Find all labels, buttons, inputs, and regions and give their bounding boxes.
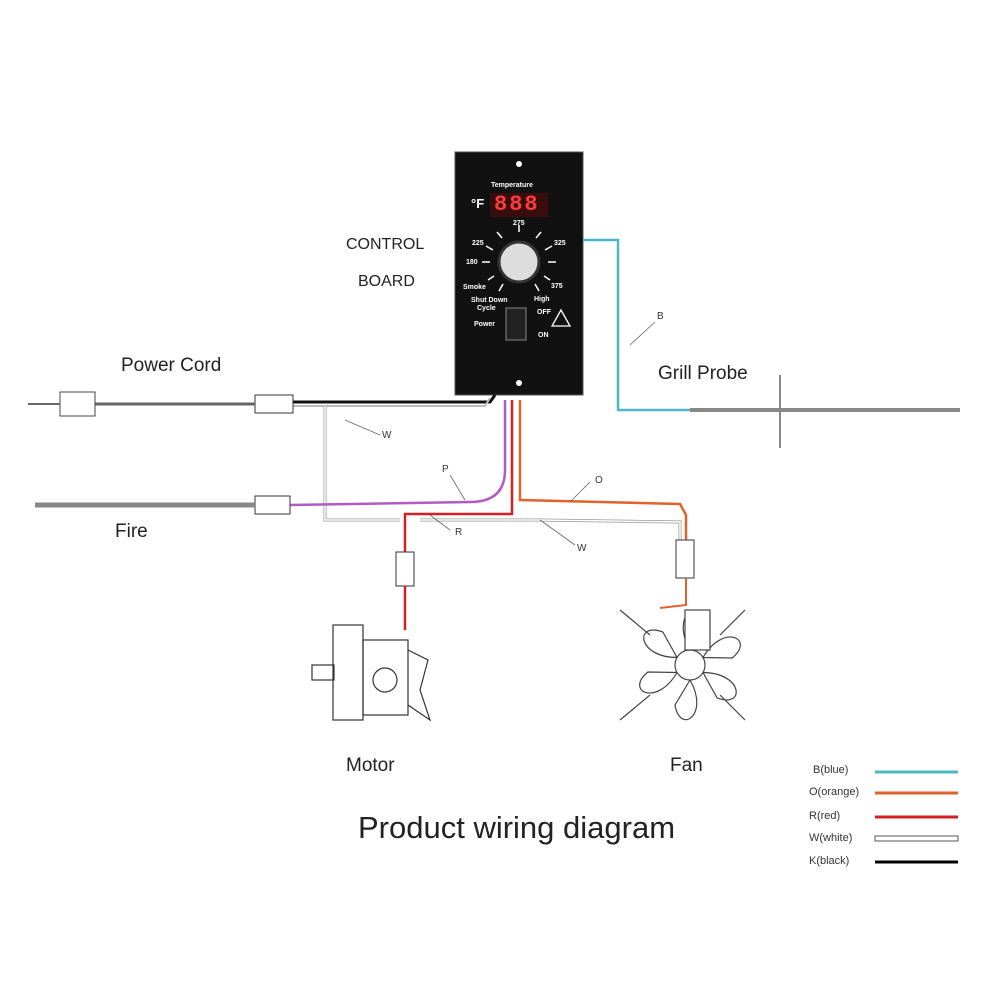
dial-high: High (534, 296, 550, 303)
dial-275: 275 (513, 220, 525, 227)
board-unit: °F (471, 196, 485, 211)
power-switch (505, 307, 527, 341)
wire-tag-r: R (455, 527, 463, 538)
on-label: ON (538, 332, 549, 339)
power-label: Power (474, 321, 496, 328)
legend-line-white (874, 835, 959, 842)
warning-icon (550, 308, 572, 327)
board-display: 888 (494, 192, 540, 217)
diagram-title: Product wiring diagram (358, 810, 676, 845)
legend-label-orange: O(orange) (809, 786, 860, 798)
wire-tag-w1: W (382, 430, 392, 441)
wire-tag-o: O (595, 475, 603, 486)
off-label: OFF (537, 309, 551, 316)
dial-smoke: Smoke (463, 284, 486, 291)
wire-tag-w2: W (577, 543, 587, 554)
dial-225: 225 (472, 240, 484, 247)
motor-drawing (311, 624, 432, 722)
control-board-label-1: CONTROL (346, 236, 425, 253)
cycle-label: Cycle (477, 305, 496, 312)
control-board-label-2: BOARD (358, 273, 415, 290)
grill-probe-label: Grill Probe (658, 363, 748, 384)
temperature-display (490, 193, 548, 217)
fan-label: Fan (670, 755, 703, 776)
dial-325: 325 (554, 240, 566, 247)
fire-label: Fire (115, 521, 148, 542)
dial-375: 375 (551, 283, 563, 290)
dial-180: 180 (466, 259, 478, 266)
legend-label-blue: B(blue) (813, 764, 849, 776)
fan-drawing (619, 609, 746, 721)
wire-tag-p: P (442, 464, 449, 475)
legend-label-red: R(red) (809, 810, 841, 822)
legend-label-black: K(black) (809, 855, 850, 867)
legend-label-white: W(white) (809, 832, 853, 844)
motor-label: Motor (346, 755, 395, 776)
temperature-knob (497, 240, 541, 284)
board-temperature-label: Temperature (491, 182, 533, 189)
power-cord-label: Power Cord (121, 355, 222, 376)
wire-tag-b: B (657, 311, 664, 322)
shutdown-label: Shut Down (471, 297, 508, 304)
